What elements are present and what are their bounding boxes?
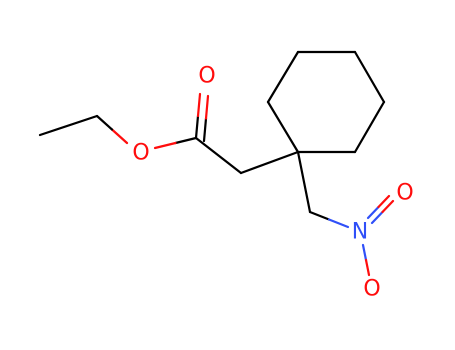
nitro-single-bond-b [364,258,371,277]
ethyl-bond [38,114,99,137]
ring-bond-3 [353,100,386,154]
nitro-oxygen-bottom-label: O [363,277,380,302]
carbonyl-double-bond-outer-b [196,92,202,118]
carbonyl-to-ester-oxygen-bond-b [153,141,177,150]
nitro-oxygen-top-label: O [396,181,413,206]
nitro-double-bond-outer-a [370,210,384,225]
nitro-nitrogen-label: N [352,220,368,245]
nitro-double-bond-inner-a [366,205,380,220]
ring-to-nitromethyl-bond [296,150,312,214]
ring-bond-6 [266,50,300,104]
atom-label-layer: O O N O O [132,64,413,302]
ring-to-ch2-bond [239,150,300,175]
ring-bond-2 [353,50,386,104]
ester-oxygen-to-ethyl-bond-b [95,114,114,131]
ester-oxygen-label: O [132,141,149,166]
carbonyl-double-bond-inner-b [204,94,210,120]
carbonyl-to-ester-oxygen-bond-a [174,136,198,145]
nitro-single-bond-a [361,243,368,262]
carbonyl-double-bond-inner-a [202,117,208,143]
nitromethyl-to-nitrogen-bond-b [327,218,350,229]
bond-layer [38,50,395,277]
ch2-to-carbonyl-bond [194,136,243,175]
nitro-double-bond-outer-b [381,199,395,214]
carbonyl-double-bond-outer-a [194,114,200,140]
ring-bond-5 [266,100,300,154]
ester-oxygen-to-ethyl-bond-a [110,128,129,145]
carbonyl-oxygen-label: O [198,64,215,89]
nitromethyl-to-nitrogen-bond-a [308,210,331,221]
nitro-double-bond-inner-b [377,194,391,209]
